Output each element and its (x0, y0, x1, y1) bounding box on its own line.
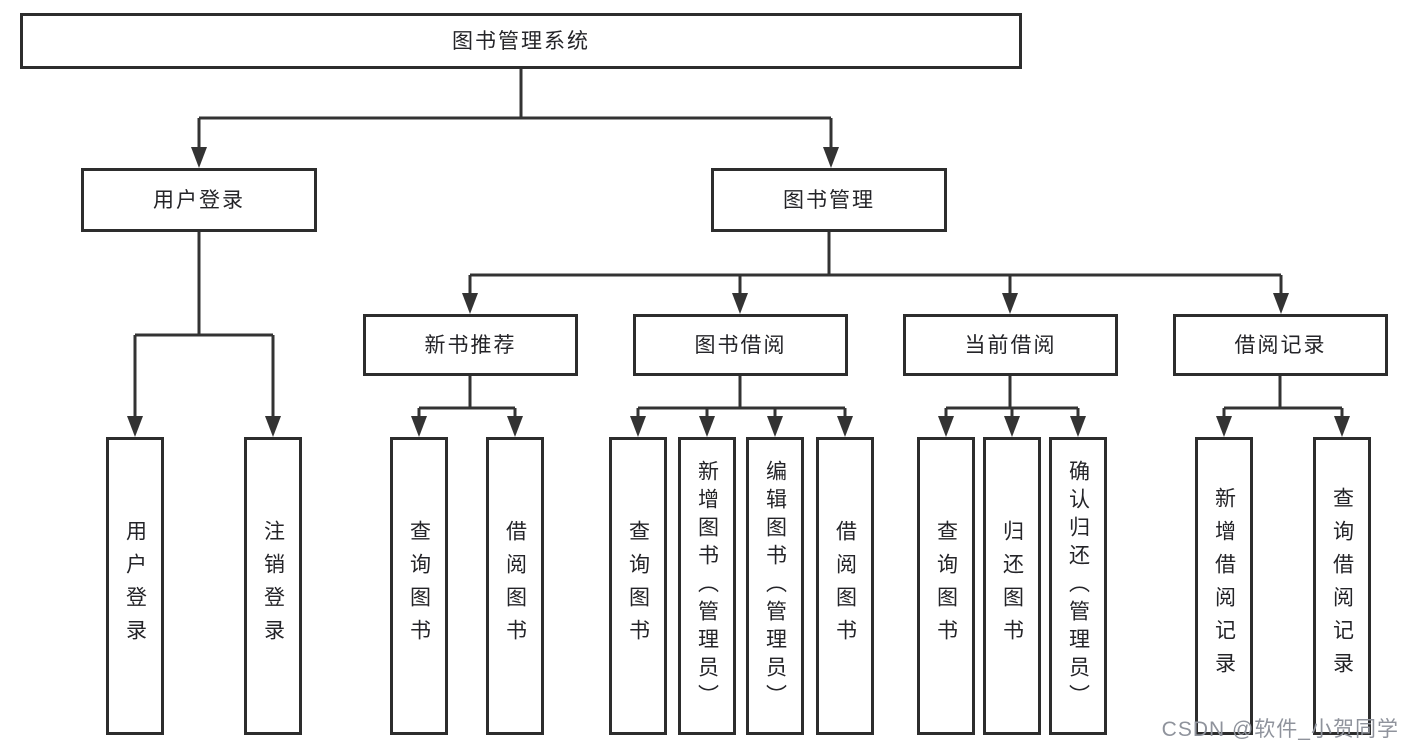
leaf-borrow-borrow-books: 借阅图书 (816, 437, 874, 735)
node-new-book-recommend: 新书推荐 (363, 314, 578, 376)
leaf-current-return-books: 归还图书 (983, 437, 1041, 735)
arrowheads (127, 147, 1350, 437)
csdn-watermark: CSDN @软件_小贺同学 (1161, 718, 1399, 741)
node-book-borrow: 图书借阅 (633, 314, 848, 376)
leaf-borrow-add-books-admin: 新增图书（管理员） (678, 437, 736, 735)
connector-root-to-level2 (197, 69, 833, 152)
connector-borrow-to-leaves (636, 376, 847, 423)
node-borrow-records: 借阅记录 (1173, 314, 1388, 376)
connector-recommend-to-leaves (417, 376, 517, 423)
node-current-borrow: 当前借阅 (903, 314, 1118, 376)
leaf-recommend-query-books: 查询图书 (390, 437, 448, 735)
leaf-records-add-record: 新增借阅记录 (1195, 437, 1253, 735)
leaf-recommend-borrow-books: 借阅图书 (486, 437, 544, 735)
node-book-management: 图书管理 (711, 168, 947, 232)
leaf-logout: 注销登录 (244, 437, 302, 735)
leaf-current-query-books: 查询图书 (917, 437, 975, 735)
connector-login-to-leaves (133, 232, 275, 423)
node-user-login: 用户登录 (81, 168, 317, 232)
connector-mgmt-to-level3 (468, 232, 1283, 298)
node-root-library-system: 图书管理系统 (20, 13, 1022, 69)
connector-current-to-leaves (944, 376, 1080, 423)
leaf-user-login: 用户登录 (106, 437, 164, 735)
leaf-current-confirm-return-admin: 确认归还（管理员） (1049, 437, 1107, 735)
leaf-borrow-query-books: 查询图书 (609, 437, 667, 735)
connector-records-to-leaves (1222, 376, 1344, 423)
leaf-borrow-edit-books-admin: 编辑图书（管理员） (746, 437, 804, 735)
leaf-records-query-record: 查询借阅记录 (1313, 437, 1371, 735)
